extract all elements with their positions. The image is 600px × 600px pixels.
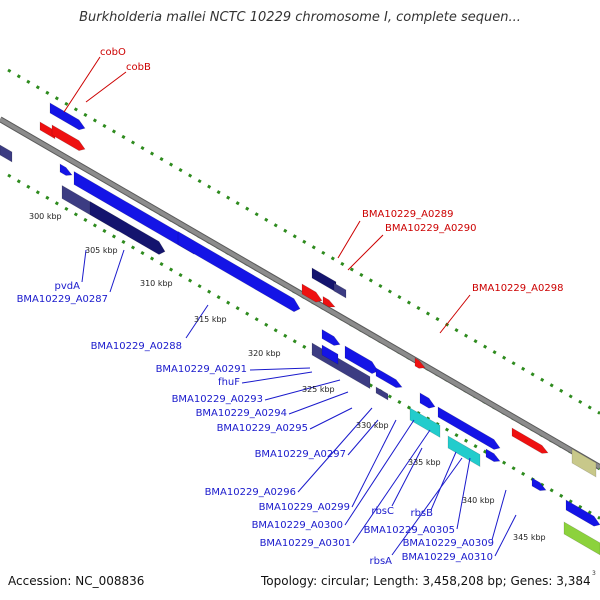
- leader-line: [264, 379, 341, 401]
- gene-feature: [333, 282, 347, 299]
- gene-label: BMA10229_A0298: [472, 283, 563, 294]
- gene-feature: [563, 521, 600, 556]
- gene-label: rbsA: [369, 556, 392, 567]
- cutoff-text: 3: [592, 570, 596, 577]
- leader-line: [430, 451, 457, 511]
- scale-label: 335 kbp: [408, 458, 441, 467]
- gene-feature: [571, 448, 597, 478]
- gene-label: BMA10229_A0305: [364, 525, 455, 536]
- scale-labels: 300 kbp 305 kbp 310 kbp 315 kbp 320 kbp 325 k…: [29, 212, 546, 542]
- leader-line: [494, 514, 517, 557]
- gene-feature: [409, 407, 441, 438]
- gene-feature: [437, 406, 501, 450]
- gene-feature: [311, 267, 337, 293]
- leader-line: [337, 220, 361, 259]
- scale-dotted-line: [7, 173, 600, 520]
- gene-feature: [565, 499, 600, 527]
- leader-line: [241, 371, 313, 384]
- gene-label: BMA10229_A0290: [385, 223, 476, 234]
- gene-label: BMA10229_A0310: [402, 552, 493, 563]
- accession-label: Accession: NC_008836: [8, 574, 145, 588]
- leader-line: [391, 457, 463, 556]
- leader-line: [63, 56, 101, 113]
- gene-label: rbsC: [371, 506, 394, 517]
- leader-line: [109, 249, 125, 293]
- leader-line: [309, 407, 353, 430]
- gene-feature: [301, 283, 323, 303]
- scale-label: 320 kbp: [248, 349, 281, 358]
- gene-label: BMA10229_A0300: [252, 520, 343, 531]
- gene-label: cobO: [100, 47, 126, 58]
- scale-label: 315 kbp: [194, 315, 227, 324]
- leader-line: [391, 447, 423, 507]
- scale-label: 340 kbp: [462, 496, 495, 505]
- gene-label: BMA10229_A0296: [205, 487, 296, 498]
- gene-label: BMA10229_A0299: [259, 502, 350, 513]
- scale-label: 300 kbp: [29, 212, 62, 221]
- gene-label: BMA10229_A0301: [260, 538, 351, 549]
- gene-feature: [531, 477, 547, 491]
- gene-feature: [51, 124, 86, 151]
- gene-label: BMA10229_A0291: [156, 364, 247, 375]
- gene-label: cobB: [126, 62, 151, 73]
- leader-line: [347, 234, 384, 271]
- scale-dotted-lines: [0, 68, 600, 520]
- gene-feature: [419, 392, 436, 409]
- label-leader-lines: [63, 56, 517, 557]
- gene-label: rbsB: [410, 508, 433, 519]
- leader-line: [456, 457, 471, 530]
- scale-label: 325 kbp: [302, 385, 335, 394]
- gene-label: BMA10229_A0309: [403, 538, 494, 549]
- gene-label: fhuF: [218, 377, 240, 388]
- gene-label: BMA10229_A0295: [217, 423, 308, 434]
- leader-line: [352, 429, 431, 544]
- map-title: Burkholderia mallei NCTC 10229 chromosom…: [79, 10, 521, 25]
- scale-label: 310 kbp: [140, 279, 173, 288]
- gene-label: BMA10229_A0294: [196, 408, 287, 419]
- topology-label: Topology: circular; Length: 3,458,208 bp…: [261, 574, 591, 588]
- gene-feature: [321, 328, 341, 346]
- gene-feature: [39, 121, 56, 140]
- gene-feature: [89, 200, 166, 255]
- leader-line: [439, 294, 471, 334]
- gene-label: BMA10229_A0293: [172, 394, 263, 405]
- gene-features: [0, 102, 600, 556]
- gene-label: pvdA: [55, 281, 81, 292]
- leader-line: [81, 249, 87, 283]
- leader-line: [288, 391, 349, 415]
- scale-label: 305 kbp: [85, 246, 118, 255]
- leader-line: [344, 419, 415, 526]
- gene-feature: [375, 367, 403, 388]
- gene-feature: [0, 144, 13, 163]
- chromosome-backbone: [0, 116, 600, 470]
- gene-feature: [485, 448, 501, 462]
- gene-feature: [414, 357, 426, 369]
- scale-label: 330 kbp: [356, 421, 389, 430]
- gene-feature: [344, 345, 379, 374]
- leader-line: [185, 304, 209, 339]
- gene-label: BMA10229_A0287: [17, 294, 108, 305]
- gene-feature: [511, 427, 549, 454]
- gene-feature: [59, 163, 73, 176]
- gene-feature: [321, 344, 339, 365]
- gene-label: BMA10229_A0297: [255, 449, 346, 460]
- gene-label: BMA10229_A0289: [362, 209, 453, 220]
- gene-label: BMA10229_A0288: [91, 341, 182, 352]
- leader-line: [297, 407, 373, 493]
- gene-feature: [322, 295, 336, 308]
- leader-line: [351, 419, 397, 508]
- gene-feature: [375, 386, 389, 401]
- gene-feature: [177, 230, 301, 313]
- scale-dotted-line: [7, 68, 600, 415]
- leader-line: [249, 367, 311, 371]
- leader-line: [347, 419, 379, 456]
- gene-feature: [49, 102, 86, 131]
- backbone-line: [0, 117, 600, 469]
- leader-line: [85, 71, 127, 103]
- gene-feature: [447, 435, 481, 468]
- leader-line: [491, 489, 507, 541]
- scale-label: 345 kbp: [513, 533, 546, 542]
